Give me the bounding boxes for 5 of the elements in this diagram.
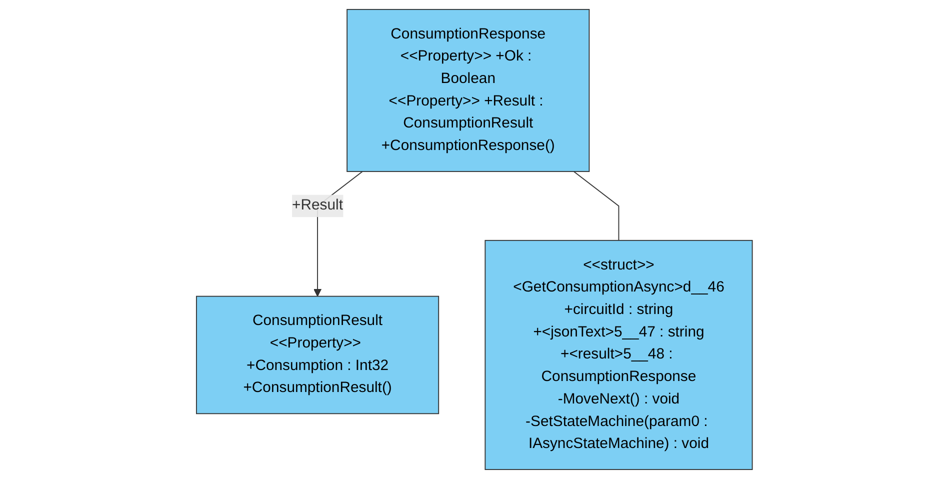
node-box: ConsumptionResult <<Property>> +Consumption : Int32 +ConsumptionResult() bbox=[196, 296, 440, 414]
node-box: <<struct>> <GetConsumptionAsync>d__46 +circuitId : string +<jsonText>5__47 : string +<result>5__48 : ConsumptionResponse -MoveNext() : void -SetStateMachine(param0 : IAsyncStateMachine) : void bbox=[484, 240, 753, 470]
edge-label: +Result bbox=[292, 198, 344, 214]
node-box: ConsumptionResponse <<Property>> +Ok : Boolean <<Property>> +Result : ConsumptionResult +ConsumptionResponse() bbox=[346, 8, 590, 172]
connector bbox=[573, 171, 620, 241]
